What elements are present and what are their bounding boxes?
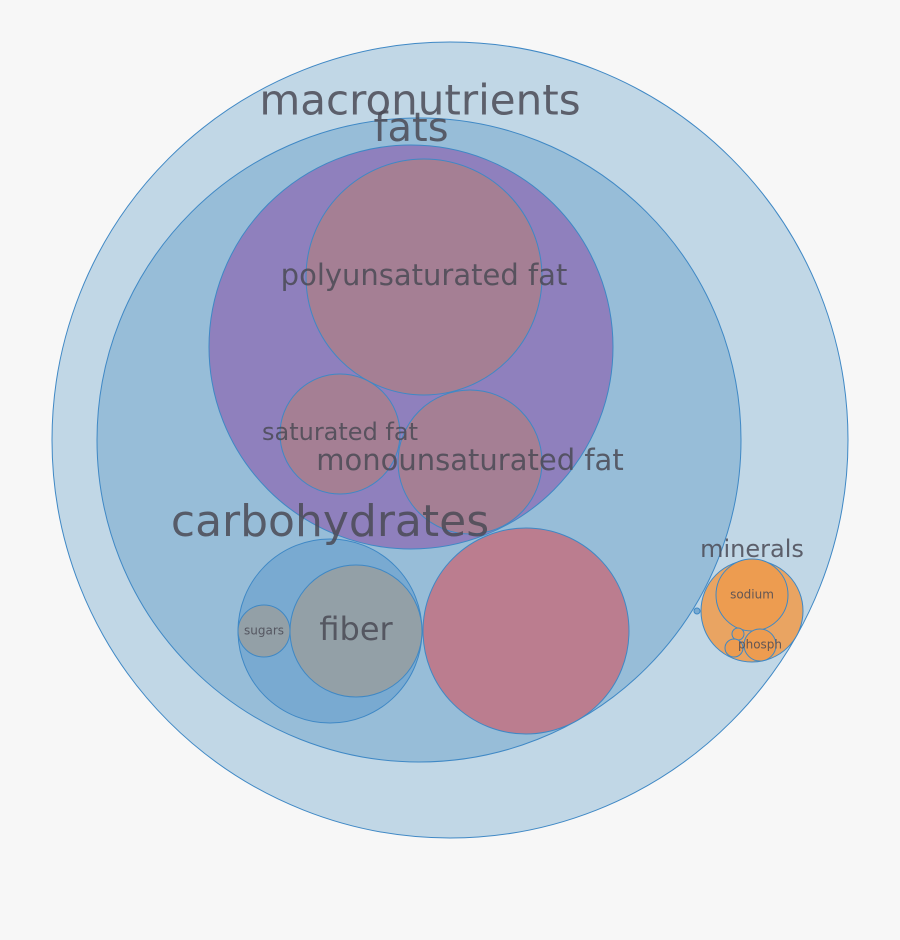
circle-fiber	[289, 564, 423, 698]
label-fats: fats	[373, 105, 448, 151]
circle-saturated	[279, 373, 401, 495]
label-sodium: sodium	[730, 588, 774, 602]
label-macronutrients: macronutrients	[259, 76, 580, 125]
label-carbohydrates: carbohydrates	[171, 496, 489, 547]
circle-protein	[422, 527, 630, 735]
label-polyunsaturated: polyunsaturated fat	[281, 258, 568, 292]
circle-monounsaturated	[397, 389, 543, 535]
circle-dot	[693, 607, 701, 615]
label-minerals: minerals	[700, 535, 804, 563]
circle-phosph	[743, 628, 777, 662]
label-sugars: sugars	[244, 624, 284, 638]
circle-tiny2	[724, 638, 744, 658]
circles-layer	[51, 41, 849, 839]
circle-polyunsaturated	[305, 158, 543, 396]
label-fiber: fiber	[319, 610, 393, 648]
label-monounsaturated: monounsaturated fat	[316, 443, 623, 477]
label-phosph: phosph	[738, 638, 782, 652]
label-saturated: saturated fat	[262, 418, 418, 446]
